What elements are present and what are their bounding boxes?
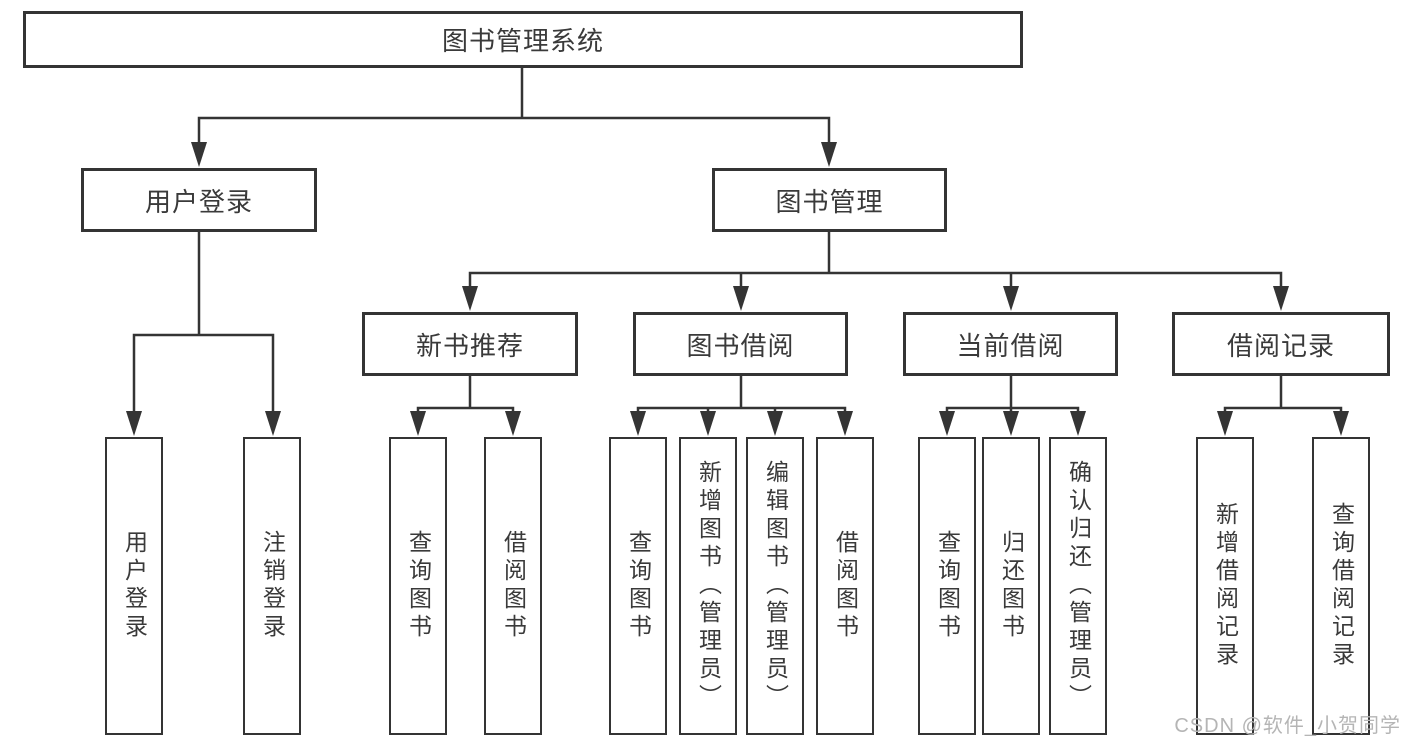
arrowhead xyxy=(1217,411,1233,436)
node-leaf-query-books-3: 查询图书 xyxy=(918,437,976,735)
node-leaf-borrow-books-1: 借阅图书 xyxy=(484,437,542,735)
node-leaf-query-books-1: 查询图书 xyxy=(389,437,447,735)
node-book-management: 图书管理 xyxy=(712,168,947,232)
arrowhead xyxy=(733,286,749,311)
node-leaf-user-login: 用户登录 xyxy=(105,437,163,735)
arrowhead xyxy=(505,411,521,436)
node-label: 当前借阅 xyxy=(956,330,1065,361)
node-leaf-confirm-return-admin: 确认归还（管理员） xyxy=(1049,437,1107,735)
arrowhead xyxy=(410,411,426,436)
node-label: 编辑图书（管理员） xyxy=(762,460,789,712)
arrowhead xyxy=(462,286,478,311)
node-leaf-add-borrow-record: 新增借阅记录 xyxy=(1196,437,1254,735)
arrowhead xyxy=(821,142,837,167)
node-label: 借阅图书 xyxy=(832,530,859,642)
connector-book-borrow-branch xyxy=(636,374,847,418)
node-leaf-return-books: 归还图书 xyxy=(982,437,1040,735)
arrowhead xyxy=(630,411,646,436)
arrowhead xyxy=(939,411,955,436)
arrowhead xyxy=(126,411,142,436)
csdn-watermark: CSDN @软件_小贺同学 xyxy=(1174,715,1401,737)
node-label: 新增借阅记录 xyxy=(1212,502,1239,670)
node-label: 图书管理 xyxy=(775,186,884,217)
node-leaf-add-books-admin: 新增图书（管理员） xyxy=(679,437,737,735)
arrowhead xyxy=(265,411,281,436)
node-label: 图书借阅 xyxy=(686,330,795,361)
arrowhead xyxy=(191,142,207,167)
node-label: 借阅图书 xyxy=(500,530,527,642)
node-label: 查询图书 xyxy=(934,530,961,642)
arrowhead xyxy=(700,411,716,436)
node-leaf-query-borrow-record: 查询借阅记录 xyxy=(1312,437,1370,735)
arrowhead xyxy=(1333,411,1349,436)
node-book-borrowing: 图书借阅 xyxy=(633,312,848,376)
connector-current-borrow-branch xyxy=(945,374,1080,418)
node-leaf-edit-books-admin: 编辑图书（管理员） xyxy=(746,437,804,735)
node-current-borrowing: 当前借阅 xyxy=(903,312,1118,376)
arrowhead xyxy=(1003,411,1019,436)
node-label: 查询图书 xyxy=(405,530,432,642)
connector-root-to-level2 xyxy=(197,66,831,150)
node-user-login: 用户登录 xyxy=(81,168,317,232)
node-label: 借阅记录 xyxy=(1226,330,1335,361)
connector-borrow-record-branch xyxy=(1223,374,1343,418)
node-label: 用户登录 xyxy=(144,186,253,217)
node-leaf-borrow-books-2: 借阅图书 xyxy=(816,437,874,735)
arrowhead xyxy=(837,411,853,436)
connector-new-book-branch xyxy=(416,374,515,418)
connector-user-login-branch xyxy=(132,230,275,416)
connector-book-mgmt-branch xyxy=(468,230,1283,292)
node-label: 图书管理系统 xyxy=(441,26,604,56)
node-leaf-logout: 注销登录 xyxy=(243,437,301,735)
node-label: 查询借阅记录 xyxy=(1328,502,1355,670)
arrowhead xyxy=(1070,411,1086,436)
node-label: 归还图书 xyxy=(998,530,1025,642)
node-label: 查询图书 xyxy=(625,530,652,642)
node-label: 注销登录 xyxy=(259,530,286,642)
node-label: 新增图书（管理员） xyxy=(695,460,722,712)
node-label: 用户登录 xyxy=(121,530,148,642)
node-borrowing-records: 借阅记录 xyxy=(1172,312,1390,376)
node-label: 确认归还（管理员） xyxy=(1065,460,1092,712)
arrowhead xyxy=(1003,286,1019,311)
node-library-management-system: 图书管理系统 xyxy=(23,11,1023,68)
arrowhead xyxy=(1273,286,1289,311)
node-new-book-recommendation: 新书推荐 xyxy=(362,312,578,376)
node-leaf-query-books-2: 查询图书 xyxy=(609,437,667,735)
arrowhead xyxy=(767,411,783,436)
node-label: 新书推荐 xyxy=(415,330,524,361)
